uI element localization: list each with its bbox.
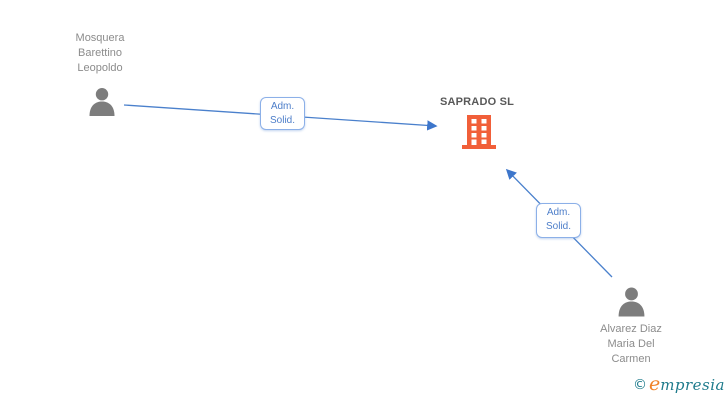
building-icon[interactable] xyxy=(459,114,499,156)
person-icon[interactable] xyxy=(616,286,647,322)
person-node-label-alvarez[interactable]: Alvarez Diaz Maria Del Carmen xyxy=(571,322,691,367)
company-node-label[interactable]: SAPRADO SL xyxy=(439,96,515,108)
copyright-icon: © xyxy=(632,377,647,393)
person-name-line: Carmen xyxy=(611,353,651,365)
person-name-line: Barettino xyxy=(77,47,123,59)
person-name-line: Alvarez Diaz xyxy=(600,323,662,335)
person-icon[interactable] xyxy=(87,87,117,121)
empresia-logo: ©empresia xyxy=(633,373,725,395)
person-node-label-mosquera[interactable]: Mosquera Barettino Leopoldo xyxy=(40,31,160,76)
edge-label-line: Solid. xyxy=(269,115,295,126)
person-name-line: Maria Del xyxy=(607,338,655,350)
edge-label-adm-solid: Adm. Solid. xyxy=(260,97,305,130)
edge-label-adm-solid: Adm. Solid. xyxy=(536,203,581,238)
person-name-line: Mosquera xyxy=(75,32,125,44)
empresia-logo-text: mpresia xyxy=(660,376,725,394)
edge-label-line: Adm. xyxy=(546,207,571,218)
empresia-logo-initial: e xyxy=(648,373,661,395)
edge-label-line: Solid. xyxy=(545,221,571,232)
edge-label-line: Adm. xyxy=(270,101,295,112)
person-name-line: Leopoldo xyxy=(77,62,123,74)
